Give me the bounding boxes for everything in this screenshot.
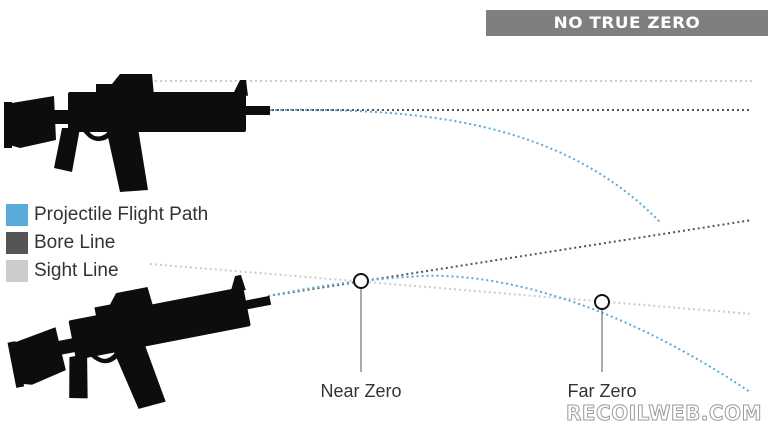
- legend-label: Bore Line: [34, 232, 116, 253]
- bottom-scenario: [7, 219, 753, 409]
- bottom-bore-line: [267, 219, 753, 297]
- flight-path-swatch: [6, 204, 28, 226]
- bore-line-swatch: [6, 232, 28, 254]
- legend-item-bore-line: Bore Line: [6, 229, 208, 257]
- rifle-top-icon: [4, 74, 270, 192]
- legend: Projectile Flight Path Bore Line Sight L…: [6, 201, 208, 285]
- legend-item-sight-line: Sight Line: [6, 257, 208, 285]
- legend-label: Projectile Flight Path: [34, 204, 209, 225]
- sight-line-swatch: [6, 260, 28, 282]
- title-banner: NO TRUE ZERO: [486, 10, 768, 36]
- watermark: RECOILWEB.COM: [565, 401, 762, 426]
- near-zero-marker: [353, 273, 369, 289]
- far-zero-label: Far Zero: [567, 381, 637, 401]
- far-zero-marker: [594, 294, 610, 310]
- bottom-flight-path: [267, 274, 751, 393]
- legend-label: Sight Line: [34, 260, 119, 281]
- top-scenario: [4, 74, 752, 223]
- top-flight-path: [269, 108, 661, 223]
- bottom-sight-line: [149, 263, 753, 315]
- banner-title: NO TRUE ZERO: [553, 13, 701, 32]
- rifle-bottom-icon: [7, 274, 272, 409]
- near-zero-label: Near Zero: [320, 381, 402, 401]
- legend-item-flight-path: Projectile Flight Path: [6, 201, 208, 229]
